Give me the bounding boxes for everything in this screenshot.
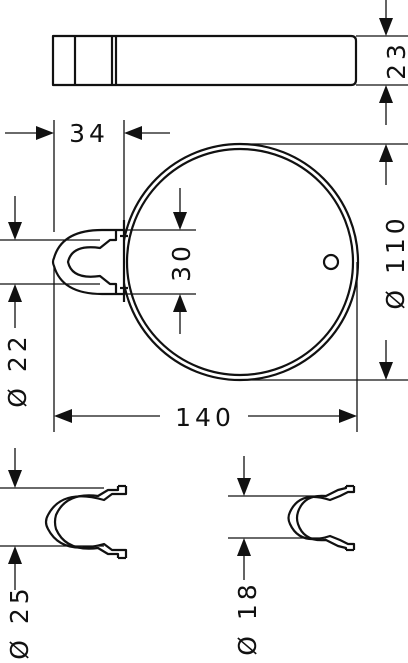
cup-side-view bbox=[51, 34, 358, 87]
dimension-rail-diameter: Ø 22 bbox=[0, 196, 100, 408]
dimension-overall-width: 140 bbox=[53, 262, 358, 432]
dimension-holder-a: Ø 25 bbox=[0, 448, 104, 660]
holder-a bbox=[44, 484, 128, 560]
dimension-cup-height: 23 bbox=[356, 0, 408, 125]
diameter-outer-label: Ø 110 bbox=[381, 214, 408, 309]
overall-width-label: 140 bbox=[175, 403, 235, 432]
rail-diameter-label: Ø 22 bbox=[3, 332, 32, 407]
dimension-diameter-outer: Ø 110 bbox=[240, 143, 408, 381]
holder-b-diameter-label: Ø 18 bbox=[233, 580, 262, 655]
dimension-clip-offset: 34 bbox=[5, 119, 170, 232]
clip-offset-label: 34 bbox=[69, 119, 109, 148]
holder-a-diameter-label: Ø 25 bbox=[5, 584, 34, 659]
cup-height-label: 23 bbox=[382, 40, 408, 80]
clip-gap-label: 30 bbox=[167, 242, 196, 282]
dimension-holder-b: Ø 18 bbox=[228, 456, 326, 656]
dimension-clip-gap: 30 bbox=[104, 188, 196, 334]
dish-top-view bbox=[51, 142, 360, 382]
